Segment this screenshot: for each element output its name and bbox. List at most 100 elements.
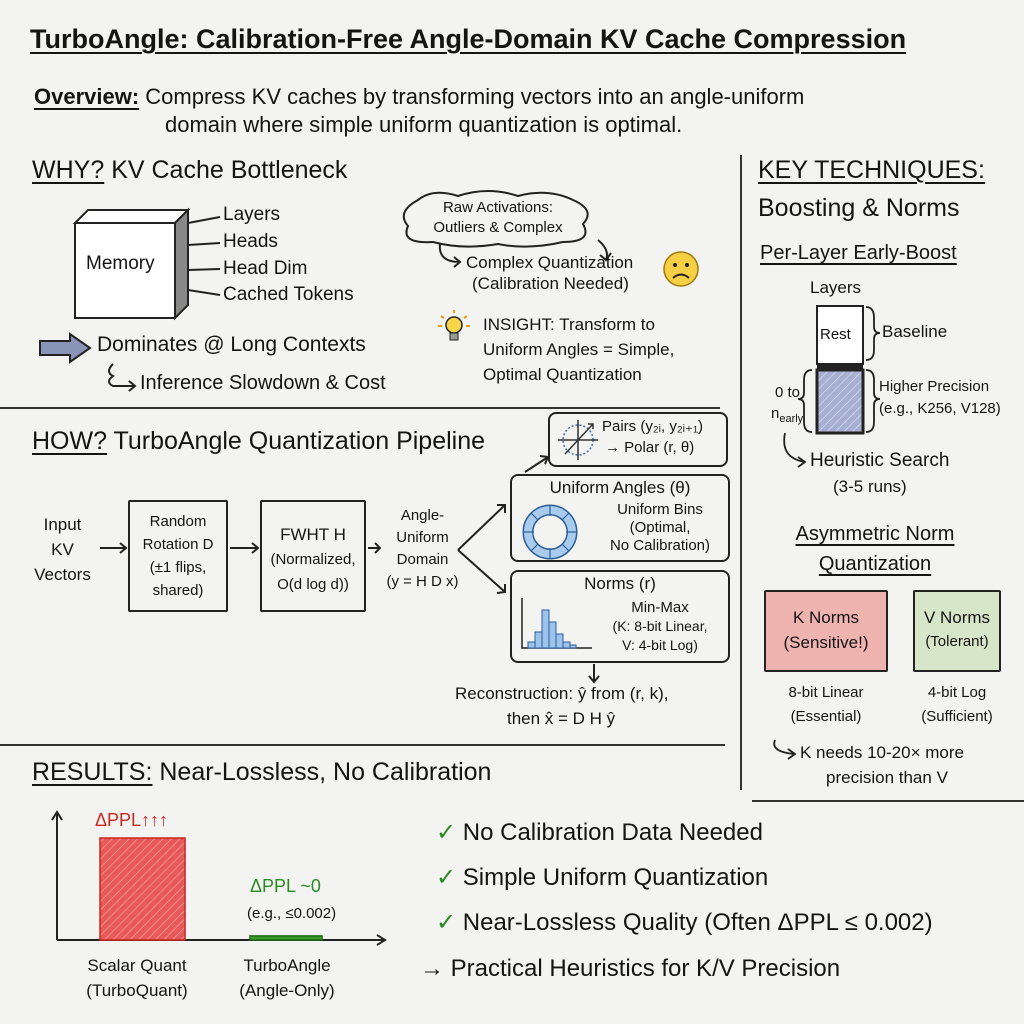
- input-line: KV: [51, 540, 74, 559]
- k-desc: 8-bit Linear (Essential): [766, 681, 886, 729]
- curved-arrow-icon: [108, 363, 137, 392]
- overview: Overview: Compress KV caches by transfor…: [34, 84, 804, 110]
- layer-stack-bar: [815, 305, 865, 435]
- insight-line2: Uniform Angles = Simple,: [483, 340, 675, 359]
- overview-label: Overview:: [34, 84, 140, 109]
- pairs-line1: Pairs (y₂ᵢ, y₂ᵢ₊₁): [602, 418, 704, 435]
- check-item-2: ✓ Simple Uniform Quantization: [436, 863, 768, 892]
- why-key: WHY?: [32, 156, 105, 184]
- dim-layers: Layers: [223, 204, 281, 225]
- v-norms-text: V Norms (Tolerant): [909, 606, 1005, 654]
- norms-desc: Min-Max (K: 8-bit Linear, V: 4-bit Log): [590, 598, 730, 655]
- rotation-box: [128, 500, 228, 612]
- rotation-line: Rotation D: [142, 536, 214, 553]
- divider-why-how: [0, 407, 720, 409]
- insight-line1: INSIGHT: Transform to: [483, 315, 655, 334]
- block-arrow-icon: [39, 332, 92, 364]
- norms-desc-line: Min-Max: [631, 599, 689, 616]
- fwht-line: O(d log d)): [277, 576, 349, 593]
- fwht-line: FWHT H: [280, 525, 346, 544]
- lightbulb-icon: [438, 310, 470, 341]
- histogram-icon: [521, 598, 592, 649]
- check-icon: ✓: [436, 909, 457, 936]
- dominates-text: Dominates @ Long Contexts: [97, 333, 366, 356]
- recon-line2: then x̂ = D H ŷ: [507, 709, 616, 728]
- angles-title: Uniform Angles (θ): [549, 478, 691, 497]
- check-item-1: ✓ No Calibration Data Needed: [436, 818, 763, 847]
- check-text: No Calibration Data Needed: [462, 819, 763, 846]
- range-n: n: [771, 405, 780, 422]
- v-norms-line: V Norms: [923, 608, 991, 627]
- input-line: Vectors: [34, 565, 91, 584]
- cloud-icon: [402, 190, 589, 248]
- results-chart: [51, 810, 387, 946]
- domain-line: Angle-: [400, 507, 445, 524]
- dim-head-dim: Head Dim: [223, 258, 308, 279]
- pairs-box: [548, 412, 728, 467]
- sad-face-icon: [663, 251, 699, 287]
- k-norms-line: K Norms: [792, 608, 860, 627]
- divider-how-results: [0, 744, 725, 746]
- key-subheading: Boosting & Norms: [758, 194, 960, 222]
- range-sub: early: [779, 413, 804, 425]
- category-scalar: Scalar Quant (TurboQuant): [62, 953, 212, 1003]
- norms-desc-line: V: 4-bit Log): [622, 637, 698, 653]
- v-desc-line: 4-bit Log: [927, 684, 987, 701]
- bar-sublabel-turboangle: (e.g., ≤0.002): [247, 905, 337, 922]
- input-line: Input: [43, 515, 82, 534]
- v-norms-box: [913, 590, 1001, 672]
- cloud-arrows-icon: [438, 239, 612, 268]
- domain-line: Domain: [396, 551, 449, 568]
- angles-desc-line: Uniform Bins: [617, 501, 703, 518]
- results-rest: Near-Lossless, No Calibration: [159, 758, 492, 786]
- norms-desc-line: (K: 8-bit Linear,: [612, 618, 708, 634]
- input-vectors: Input KV Vectors: [25, 512, 100, 587]
- k-norms-line: (Sensitive!): [783, 633, 869, 652]
- overview-line1: Compress KV caches by transforming vecto…: [145, 84, 805, 109]
- v-desc-line: (Sufficient): [921, 708, 993, 725]
- arrow-item: → Practical Heuristics for K/V Precision: [420, 955, 841, 982]
- angles-desc-line: No Calibration): [609, 537, 711, 554]
- higher-line1: Higher Precision: [879, 378, 990, 395]
- results-key: RESULTS:: [32, 758, 153, 786]
- fwht-line: (Normalized,: [270, 551, 356, 568]
- check-text: Near-Lossless Quality (Often ΔPPL ≤ 0.00…: [462, 909, 933, 936]
- page-title: TurboAngle: Calibration-Free Angle-Domai…: [30, 24, 907, 54]
- why-heading: WHY? KV Cache Bottleneck: [32, 156, 347, 185]
- cloud-line1: Raw Activations:: [442, 199, 554, 216]
- check-item-3: ✓ Near-Lossless Quality (Often ΔPPL ≤ 0.…: [436, 908, 933, 937]
- asym-heading: Asymmetric Norm Quantization: [755, 519, 995, 579]
- rotation-line: Random: [149, 513, 207, 530]
- angles-desc: Uniform Bins (Optimal, No Calibration): [590, 501, 730, 555]
- memory-label: Memory: [86, 253, 155, 274]
- uniform-angles-box: [510, 474, 730, 562]
- memory-cube-icon: [72, 207, 221, 321]
- k-norms-box: [764, 590, 888, 672]
- angles-desc-line: (Optimal,: [629, 519, 691, 536]
- baseline-label: Baseline: [882, 322, 948, 341]
- norms-title: Norms (r): [584, 574, 656, 593]
- bar-turboangle: [249, 935, 323, 941]
- rotation-line: shared): [152, 582, 204, 599]
- k-note-line2: precision than V: [826, 768, 948, 787]
- fwht-box: [260, 500, 366, 612]
- fwht-text: FWHT H (Normalized, O(d log d)): [258, 522, 368, 597]
- search-line2: (3-5 runs): [833, 477, 907, 496]
- early-boost-heading: Per-Layer Early-Boost: [760, 242, 957, 264]
- divider-right: [752, 800, 1024, 802]
- rotation-text: Random Rotation D (±1 flips, shared): [128, 510, 228, 602]
- recon-line1: Reconstruction: ŷ from (r, k),: [455, 684, 669, 703]
- category-line: (Angle-Only): [239, 981, 335, 1000]
- cloud-line2: Outliers & Complex: [433, 219, 563, 236]
- bar-label-scalar: ΔPPL↑↑↑: [95, 810, 169, 830]
- layers-label: Layers: [810, 278, 862, 297]
- range-line1: 0 to: [775, 384, 801, 401]
- category-line: TurboAngle: [243, 956, 331, 975]
- dim-cached-tokens: Cached Tokens: [223, 284, 354, 305]
- bar-label-turboangle: ΔPPL ~0: [250, 876, 321, 896]
- vertical-divider: [740, 155, 742, 790]
- search-line1: Heuristic Search: [810, 450, 950, 471]
- asym-line: Asymmetric Norm: [795, 523, 955, 545]
- how-heading: HOW? TurboAngle Quantization Pipeline: [32, 427, 485, 456]
- higher-line2: (e.g., K256, V128): [879, 400, 1001, 417]
